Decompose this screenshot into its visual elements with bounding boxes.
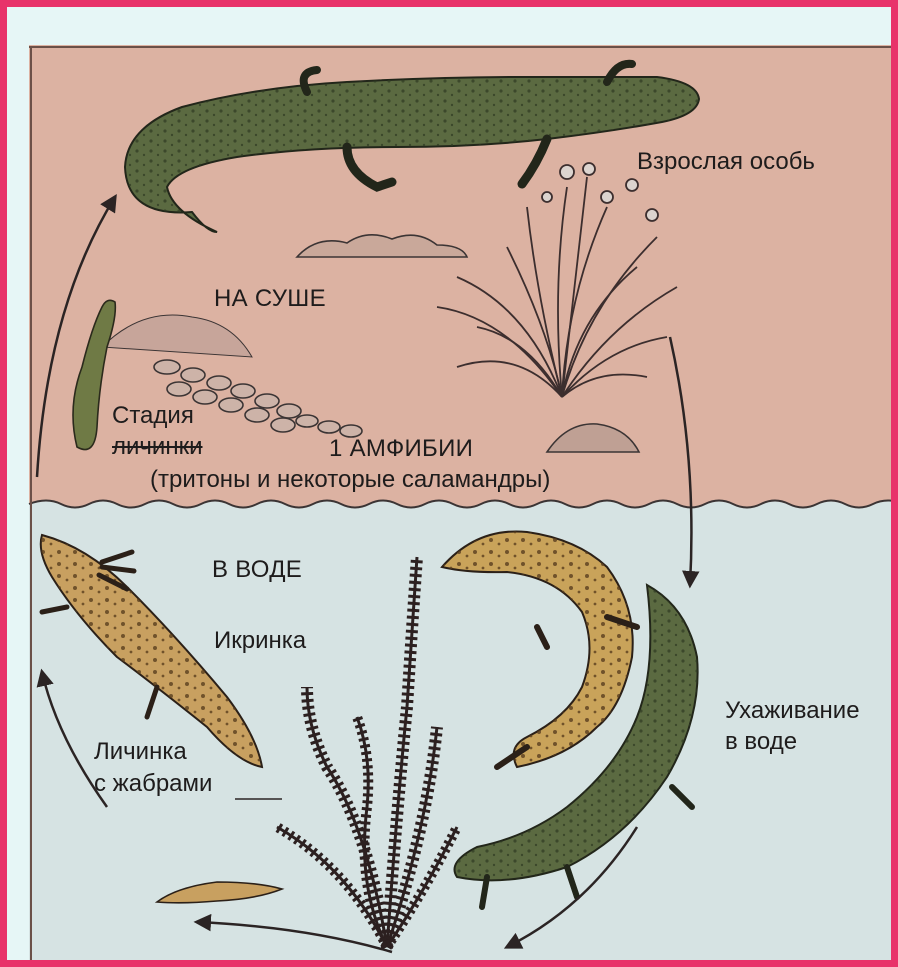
in-water-label: В ВОДЕ [212,556,302,584]
title-label: 1 АМФИБИИ [329,435,473,463]
subtitle-label: (тритоны и некоторые саламандры) [150,466,550,494]
larval-stage-label-line1: Стадия [112,402,194,430]
courtship-label-line2: в воде [725,728,797,756]
gill-larva-label-line2: с жабрами [94,770,212,798]
gill-larva-label-line1: Личинка [94,738,187,766]
larval-stage-label-line2: личинки [112,433,202,461]
courtship-label-line1: Ухаживание [725,697,860,725]
on-land-label: НА СУШЕ [214,285,326,313]
egg-label: Икринка [214,627,306,655]
adult-label: Взрослая особь [637,148,815,176]
